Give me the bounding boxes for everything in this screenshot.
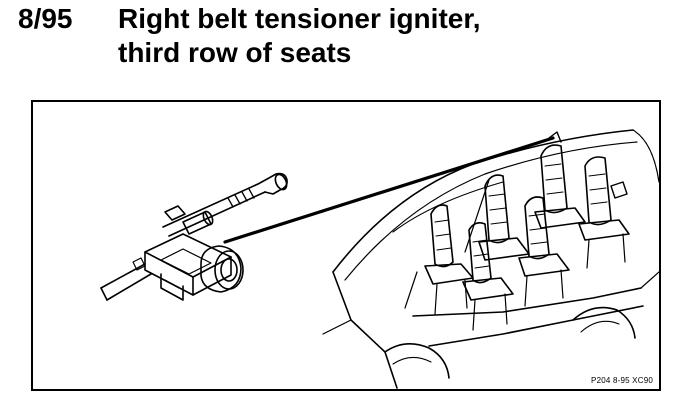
figure-title: Right belt tensioner igniter, third row … (118, 2, 480, 70)
seat-row-1 (424, 204, 474, 315)
leader-line (223, 136, 555, 244)
vehicle-cutaway (322, 129, 659, 389)
figure-title-line-1: Right belt tensioner igniter, (118, 3, 481, 34)
figure-title-line-2: third row of seats (118, 37, 352, 68)
illustration (100, 129, 659, 389)
seat-row-2 (478, 174, 570, 307)
figure-code: 8/95 (18, 3, 73, 34)
seat-row-1-passenger (462, 222, 514, 331)
figure-reference-code: P204 8-95 XC90 (591, 376, 653, 385)
figure-heading: 8/95 Right belt tensioner igniter, third… (18, 2, 678, 74)
seat-row-3 (534, 131, 630, 269)
illustration-frame: P204 8-95 XC90 (31, 100, 661, 391)
belt-tensioner-detail (100, 172, 288, 301)
